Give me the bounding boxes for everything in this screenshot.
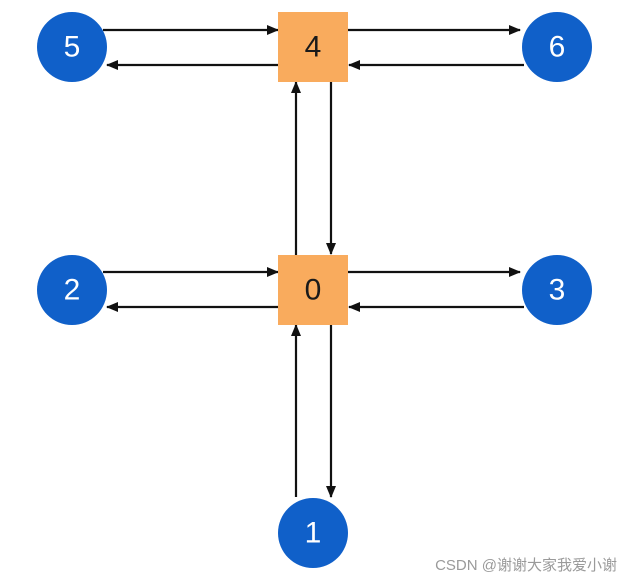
edges bbox=[103, 25, 524, 498]
node-0-box bbox=[278, 255, 348, 325]
node-3-circle bbox=[522, 255, 592, 325]
node-1: 1 bbox=[278, 498, 348, 568]
node-4-box bbox=[278, 12, 348, 82]
node-6-label: 6 bbox=[549, 31, 566, 64]
node-2-label: 2 bbox=[64, 274, 81, 307]
node-0-label: 0 bbox=[305, 274, 322, 307]
node-1-label: 1 bbox=[305, 517, 322, 550]
node-1-circle bbox=[278, 498, 348, 568]
node-5-label: 5 bbox=[64, 31, 81, 64]
node-6-circle bbox=[522, 12, 592, 82]
node-5-circle bbox=[37, 12, 107, 82]
node-5: 5 bbox=[37, 12, 107, 82]
node-2-circle bbox=[37, 255, 107, 325]
node-4: 4 bbox=[278, 12, 348, 82]
node-3: 3 bbox=[522, 255, 592, 325]
csdn-watermark: CSDN @谢谢大家我爱小谢 bbox=[435, 557, 617, 574]
node-2: 2 bbox=[37, 255, 107, 325]
node-4-label: 4 bbox=[305, 31, 322, 64]
node-6: 6 bbox=[522, 12, 592, 82]
node-3-label: 3 bbox=[549, 274, 566, 307]
node-0: 0 bbox=[278, 255, 348, 325]
